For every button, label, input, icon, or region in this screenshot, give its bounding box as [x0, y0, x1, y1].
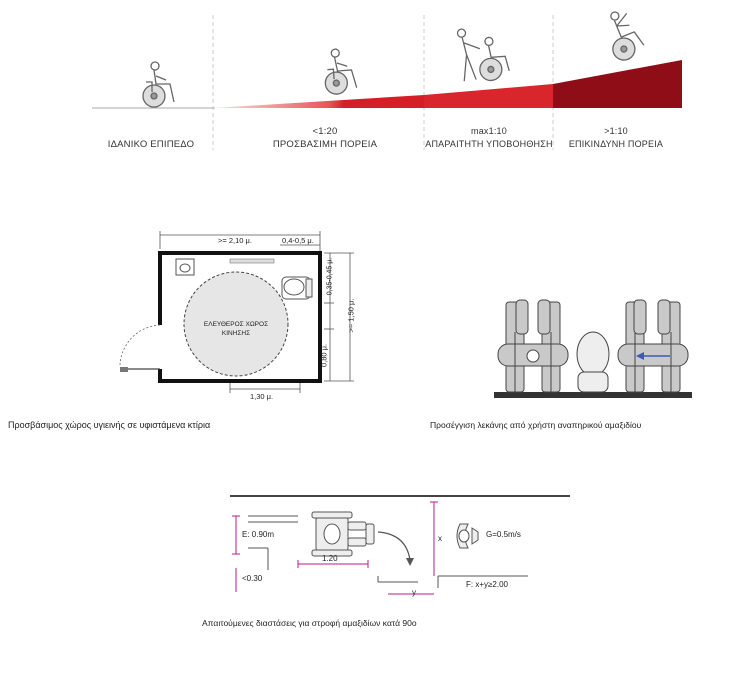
level-accessible-label: ΠΡΟΣΒΑΣΙΜΗ ΠΟΡΕΙΑ	[272, 139, 378, 150]
level-ideal: ΙΔΑΝΙΚΟ ΕΠΙΠΕΔΟ	[96, 138, 206, 151]
toilet-front-icon	[576, 331, 610, 393]
dim-right-bottom: 0,80 μ.	[319, 343, 329, 368]
dim-top-partial: 0,4-0,5 μ.	[282, 236, 314, 245]
approach-caption: Προσέγγιση λεκάνης από χρήστη αναπηρικού…	[430, 420, 642, 430]
label-y: y	[412, 588, 416, 597]
slope-graphic	[92, 11, 682, 150]
dim-bottom: 1,30 μ.	[250, 392, 274, 401]
label-120: 1.20	[322, 554, 338, 563]
grab-bar-icon	[229, 258, 275, 264]
ramp-light	[213, 95, 424, 108]
level-assistance: max1:10 ΑΠΑΡΑΙΤΗΤΗ ΥΠΟΒΟΗΘΗΣΗ	[422, 125, 556, 151]
toilet-plan: >= 2,10 μ. 0,4-0,5 μ. ΕΛΕΥΘΕΡΟΣ ΧΩΡΟΣ ΚΙ…	[110, 225, 360, 405]
wheelchair-tipping-icon	[610, 11, 645, 61]
circle-label-2: ΚΙΝΗΣΗΣ	[221, 330, 251, 337]
direction-arrow-icon	[636, 352, 670, 360]
wheelchair-user-icon	[142, 61, 175, 108]
ramp-dark	[553, 60, 682, 108]
label-f: F: x+y≥2.00	[466, 580, 508, 589]
level-dangerous: >1:10 ΕΠΙΚΙΝΔΥΝΗ ΠΟΡΕΙΑ	[560, 125, 672, 151]
door-swing	[119, 324, 161, 366]
sink-icon	[175, 258, 195, 276]
wheelchair-helper-icon	[456, 28, 510, 82]
turning-drawing	[230, 495, 570, 595]
toilet-plan-drawing	[119, 231, 354, 393]
slope-diagram: ΙΔΑΝΙΚΟ ΕΠΙΠΕΔΟ <1:20 ΠΡΟΣΒΑΣΙΜΗ ΠΟΡΕΙΑ …	[0, 0, 745, 175]
turning-caption: Απαιτούμενες διαστάσεις για στροφή αμαξι…	[202, 618, 417, 628]
level-ideal-label: ΙΔΑΝΙΚΟ ΕΠΙΠΕΔΟ	[107, 139, 195, 150]
room-walls	[158, 251, 322, 383]
label-g: G=0.5m/s	[486, 530, 521, 539]
ramp-mid	[424, 84, 553, 108]
level-assistance-label: ΑΠΑΡΑΙΤΗΤΗ ΥΠΟΒΟΗΘΗΣΗ	[425, 139, 553, 149]
circle-label-1: ΕΛΕΥΘΕΡΟΣ ΧΩΡΟΣ	[203, 321, 269, 328]
level-accessible: <1:20 ΠΡΟΣΒΑΣΙΜΗ ΠΟΡΕΙΑ	[265, 125, 385, 151]
turn-arrow-icon	[377, 531, 411, 561]
wheelchair-user-icon	[324, 48, 358, 95]
level-assistance-ratio: max1:10	[471, 126, 507, 136]
label-x: x	[438, 534, 442, 543]
wheelchair-front-left	[497, 299, 569, 393]
turning-diagram: E: 0.90m <0.30 1.20 x y G=0.5m/s F: x+y≥…	[228, 492, 573, 604]
label-e: E: 0.90m	[242, 530, 275, 539]
person-top-view-icon	[456, 523, 479, 549]
level-dangerous-ratio: >1:10	[604, 126, 628, 136]
wheelchair-top-view-icon	[311, 511, 375, 557]
approach-drawing	[494, 299, 692, 398]
dim-top-total: >= 2,10 μ.	[218, 236, 252, 245]
approach-diagram	[494, 292, 694, 412]
toilet-plan-caption: Προσβάσιμος χώρος υγιεινής σε υφιστάμενα…	[8, 420, 211, 430]
dim-right-top: 0,35-0,45 μ.	[326, 257, 334, 296]
wheelchair-front-right	[617, 299, 689, 393]
label-030: <0.30	[242, 574, 263, 583]
turning-circle	[183, 271, 289, 377]
level-dangerous-label: ΕΠΙΚΙΝΔΥΝΗ ΠΟΡΕΙΑ	[568, 139, 664, 149]
dim-right-total: >= 1,50 μ.	[346, 298, 356, 333]
level-accessible-ratio: <1:20	[312, 126, 338, 137]
toilet-icon	[281, 276, 313, 300]
